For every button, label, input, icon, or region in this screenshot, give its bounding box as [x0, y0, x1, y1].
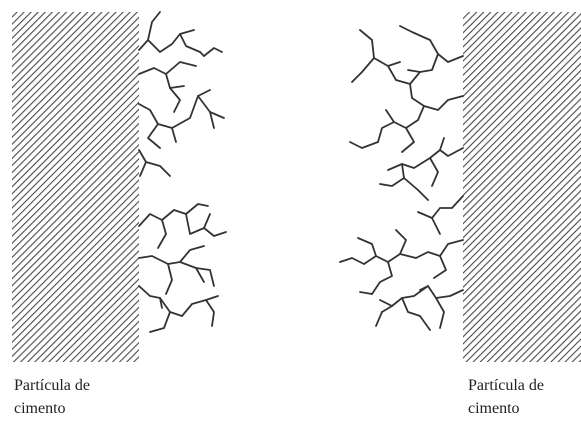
- left-caption-line2: cimento: [14, 400, 66, 417]
- left-particle-caption: Partícula de cimento: [14, 374, 90, 420]
- right-caption-line2: cimento: [468, 400, 520, 417]
- left-cement-particle: [12, 12, 139, 362]
- left-hydration-fibers: [139, 12, 226, 332]
- right-particle-caption: Partícula de cimento: [468, 374, 544, 420]
- left-caption-line1: Partícula de: [14, 377, 90, 394]
- right-cement-particle: [463, 12, 581, 362]
- right-caption-line1: Partícula de: [468, 377, 544, 394]
- right-hydration-fibers: [340, 26, 463, 330]
